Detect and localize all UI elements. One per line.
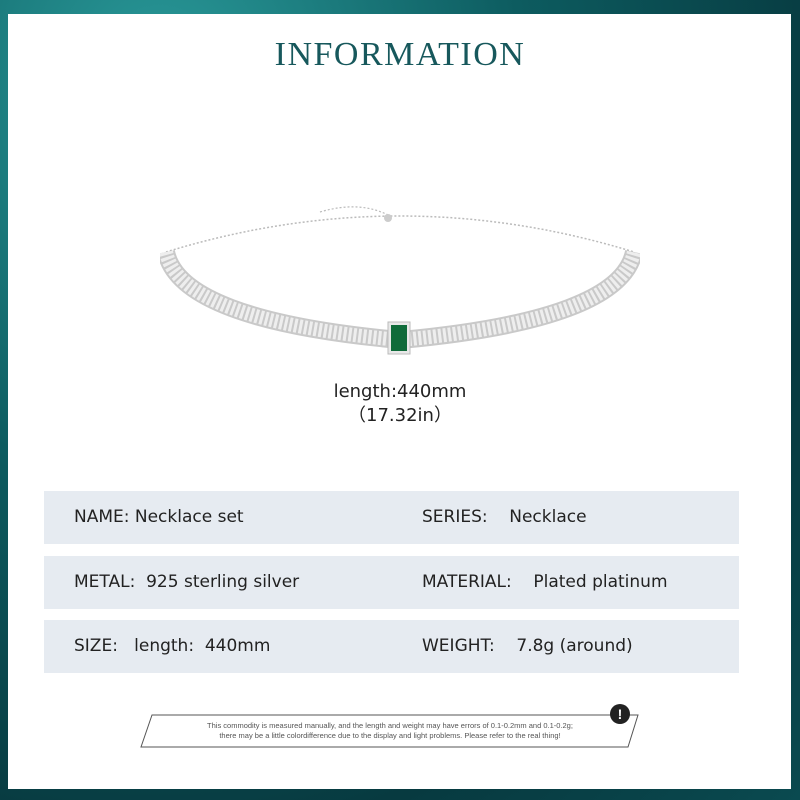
spec-series: SERIES: Necklace: [422, 507, 587, 527]
spec-name: NAME: Necklace set: [74, 507, 244, 527]
necklace-image: [160, 206, 640, 355]
notice-text: This commodity is measured manually, and…: [207, 721, 573, 740]
notice-box: [140, 714, 639, 748]
length-mm: length:440mm: [333, 381, 467, 402]
length-caption: length:440mm （17.32in）: [0, 380, 800, 428]
spec-row: NAME: Necklace set SERIES: Necklace: [44, 491, 739, 544]
spec-row: METAL: 925 sterling silver MATERIAL: Pla…: [44, 556, 739, 609]
spec-metal: METAL: 925 sterling silver: [74, 572, 300, 592]
spec-size: SIZE: length: 440mm: [74, 636, 271, 656]
length-inches: （17.32in）: [348, 405, 452, 426]
exclamation-icon: !: [610, 704, 630, 724]
page-title: INFORMATION: [274, 36, 526, 73]
spec-material: MATERIAL: Plated platinum: [422, 572, 668, 592]
spec-weight: WEIGHT: 7.8g (around): [422, 636, 633, 656]
spec-row: SIZE: length: 440mm WEIGHT: 7.8g (around…: [44, 620, 739, 673]
